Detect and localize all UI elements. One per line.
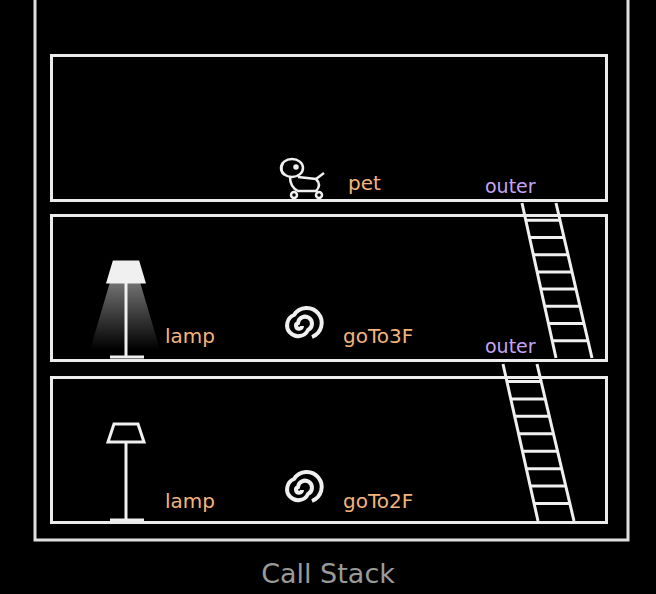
ladder-rung bbox=[511, 397, 545, 400]
stack-frame: lamp goTo2F bbox=[50, 376, 608, 524]
ladder-rung bbox=[507, 380, 541, 383]
ladder-rung bbox=[533, 253, 568, 256]
ladder-rung bbox=[530, 485, 566, 488]
variable-name: lamp bbox=[163, 324, 217, 348]
spiral-icon bbox=[287, 472, 322, 501]
ladder-rung bbox=[522, 450, 557, 453]
ladder-rung bbox=[537, 270, 572, 273]
ladder-rung bbox=[552, 339, 588, 342]
lamp-icon bbox=[108, 262, 144, 357]
ladder-rung bbox=[515, 415, 550, 418]
ladder-rung bbox=[519, 432, 554, 435]
ladder-rung bbox=[534, 502, 570, 505]
ladder-rung bbox=[526, 219, 560, 222]
caption: Call Stack bbox=[0, 558, 656, 589]
ladder-rung bbox=[548, 322, 584, 325]
function-name: goTo2F bbox=[341, 489, 415, 513]
ladder-group bbox=[503, 203, 592, 521]
stack-frame: pet outer bbox=[50, 54, 608, 202]
ladder-rung bbox=[530, 236, 564, 239]
lamp-icon bbox=[108, 424, 144, 520]
function-name: goTo3F bbox=[341, 324, 415, 348]
dog-icon bbox=[281, 159, 324, 198]
building-outline bbox=[35, 0, 628, 540]
spiral-icon bbox=[287, 308, 322, 337]
variable-name: lamp bbox=[163, 489, 217, 513]
scope-link-label: outer bbox=[483, 174, 538, 198]
scope-link-label: outer bbox=[483, 334, 538, 358]
ladder-rung bbox=[526, 467, 561, 470]
ladder-rung bbox=[541, 288, 576, 291]
ladder-rung bbox=[545, 305, 580, 308]
frame-name: pet bbox=[346, 171, 383, 195]
stack-frame: lamp goTo3F outer bbox=[50, 214, 608, 362]
